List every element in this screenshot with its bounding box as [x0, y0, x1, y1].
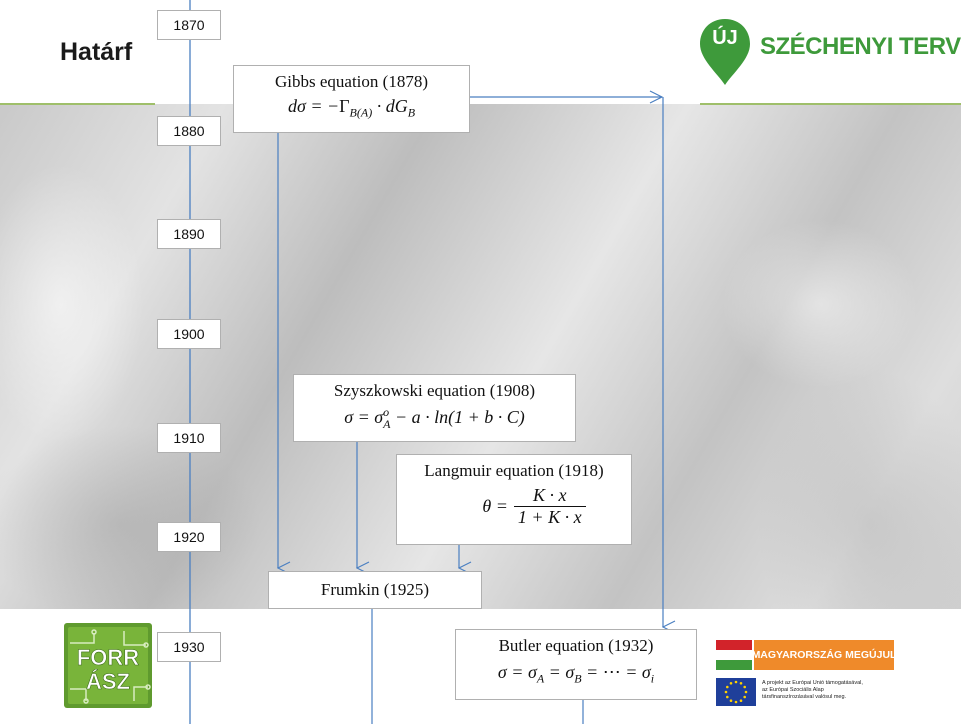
hungarian-flag-icon: [716, 640, 752, 670]
logo-text: SZÉCHENYI TERV: [760, 33, 961, 60]
header-divider-right: [700, 103, 961, 105]
gibbs-box: Gibbs equation (1878) dσ = −ΓB(A) · dGB: [233, 65, 470, 133]
year-1930: 1930: [157, 632, 221, 662]
langmuir-lhs: θ =: [482, 496, 508, 516]
langmuir-numerator: K · x: [533, 485, 567, 505]
frumkin-box: Frumkin (1925): [268, 571, 482, 609]
eu-funding-notice: A projekt az Európai Unió támogatásával,…: [716, 678, 916, 710]
gibbs-label: Gibbs equation (1878): [275, 72, 428, 91]
year-1880: 1880: [157, 116, 221, 146]
year-1890: 1890: [157, 219, 221, 249]
szyszkowski-equation: σ = σoA − a · ln(1 + b · C): [344, 405, 525, 431]
szechenyi-terv-logo: ÚJ SZÉCHENYI TERV: [697, 17, 961, 87]
map-pin-icon: [700, 19, 750, 85]
year-1910: 1910: [157, 423, 221, 453]
svg-text:ÁSZ: ÁSZ: [86, 669, 130, 694]
magyarorszag-megujul-banner: MAGYARORSZÁG MEGÚJUL: [716, 640, 896, 672]
frumkin-label: Frumkin (1925): [320, 580, 430, 599]
butler-equation: σ = σA = σB = ⋯ = σi: [497, 662, 655, 686]
butler-box: Butler equation (1932) σ = σA = σB = ⋯ =…: [455, 629, 697, 700]
butler-label: Butler equation (1932): [498, 636, 654, 655]
year-1870: 1870: [157, 10, 221, 40]
szyszkowski-box: Szyszkowski equation (1908) σ = σoA − a …: [293, 374, 576, 442]
slide-title: Határf: [60, 38, 133, 66]
logo-badge: ÚJ: [712, 27, 738, 49]
gibbs-equation: dσ = −ΓB(A) · dGB: [287, 96, 416, 120]
eu-flag-icon: [716, 678, 756, 706]
header-divider-left: [0, 103, 155, 105]
eu-text-line-2: az Európai Szociális Alap: [762, 687, 824, 693]
langmuir-denominator: 1 + K · x: [517, 507, 582, 527]
eu-text-line-1: A projekt az Európai Unió támogatásával,: [762, 680, 863, 686]
eu-text-line-3: társfinanszírozásával valósul meg.: [762, 694, 847, 700]
mm-banner-text: MAGYARORSZÁG MEGÚJUL: [752, 640, 896, 670]
langmuir-box: Langmuir equation (1918) θ = K · x 1 + K…: [396, 454, 632, 545]
eu-text: A projekt az Európai Unió támogatásával,…: [762, 680, 912, 701]
svg-text:FORR: FORR: [77, 645, 139, 670]
forrasz-logo: FORR ÁSZ: [64, 623, 152, 708]
langmuir-label: Langmuir equation (1918): [424, 461, 604, 480]
year-1920: 1920: [157, 522, 221, 552]
langmuir-equation: θ = K · x 1 + K · x: [437, 485, 631, 528]
szyszkowski-label: Szyszkowski equation (1908): [333, 381, 536, 400]
year-1900: 1900: [157, 319, 221, 349]
